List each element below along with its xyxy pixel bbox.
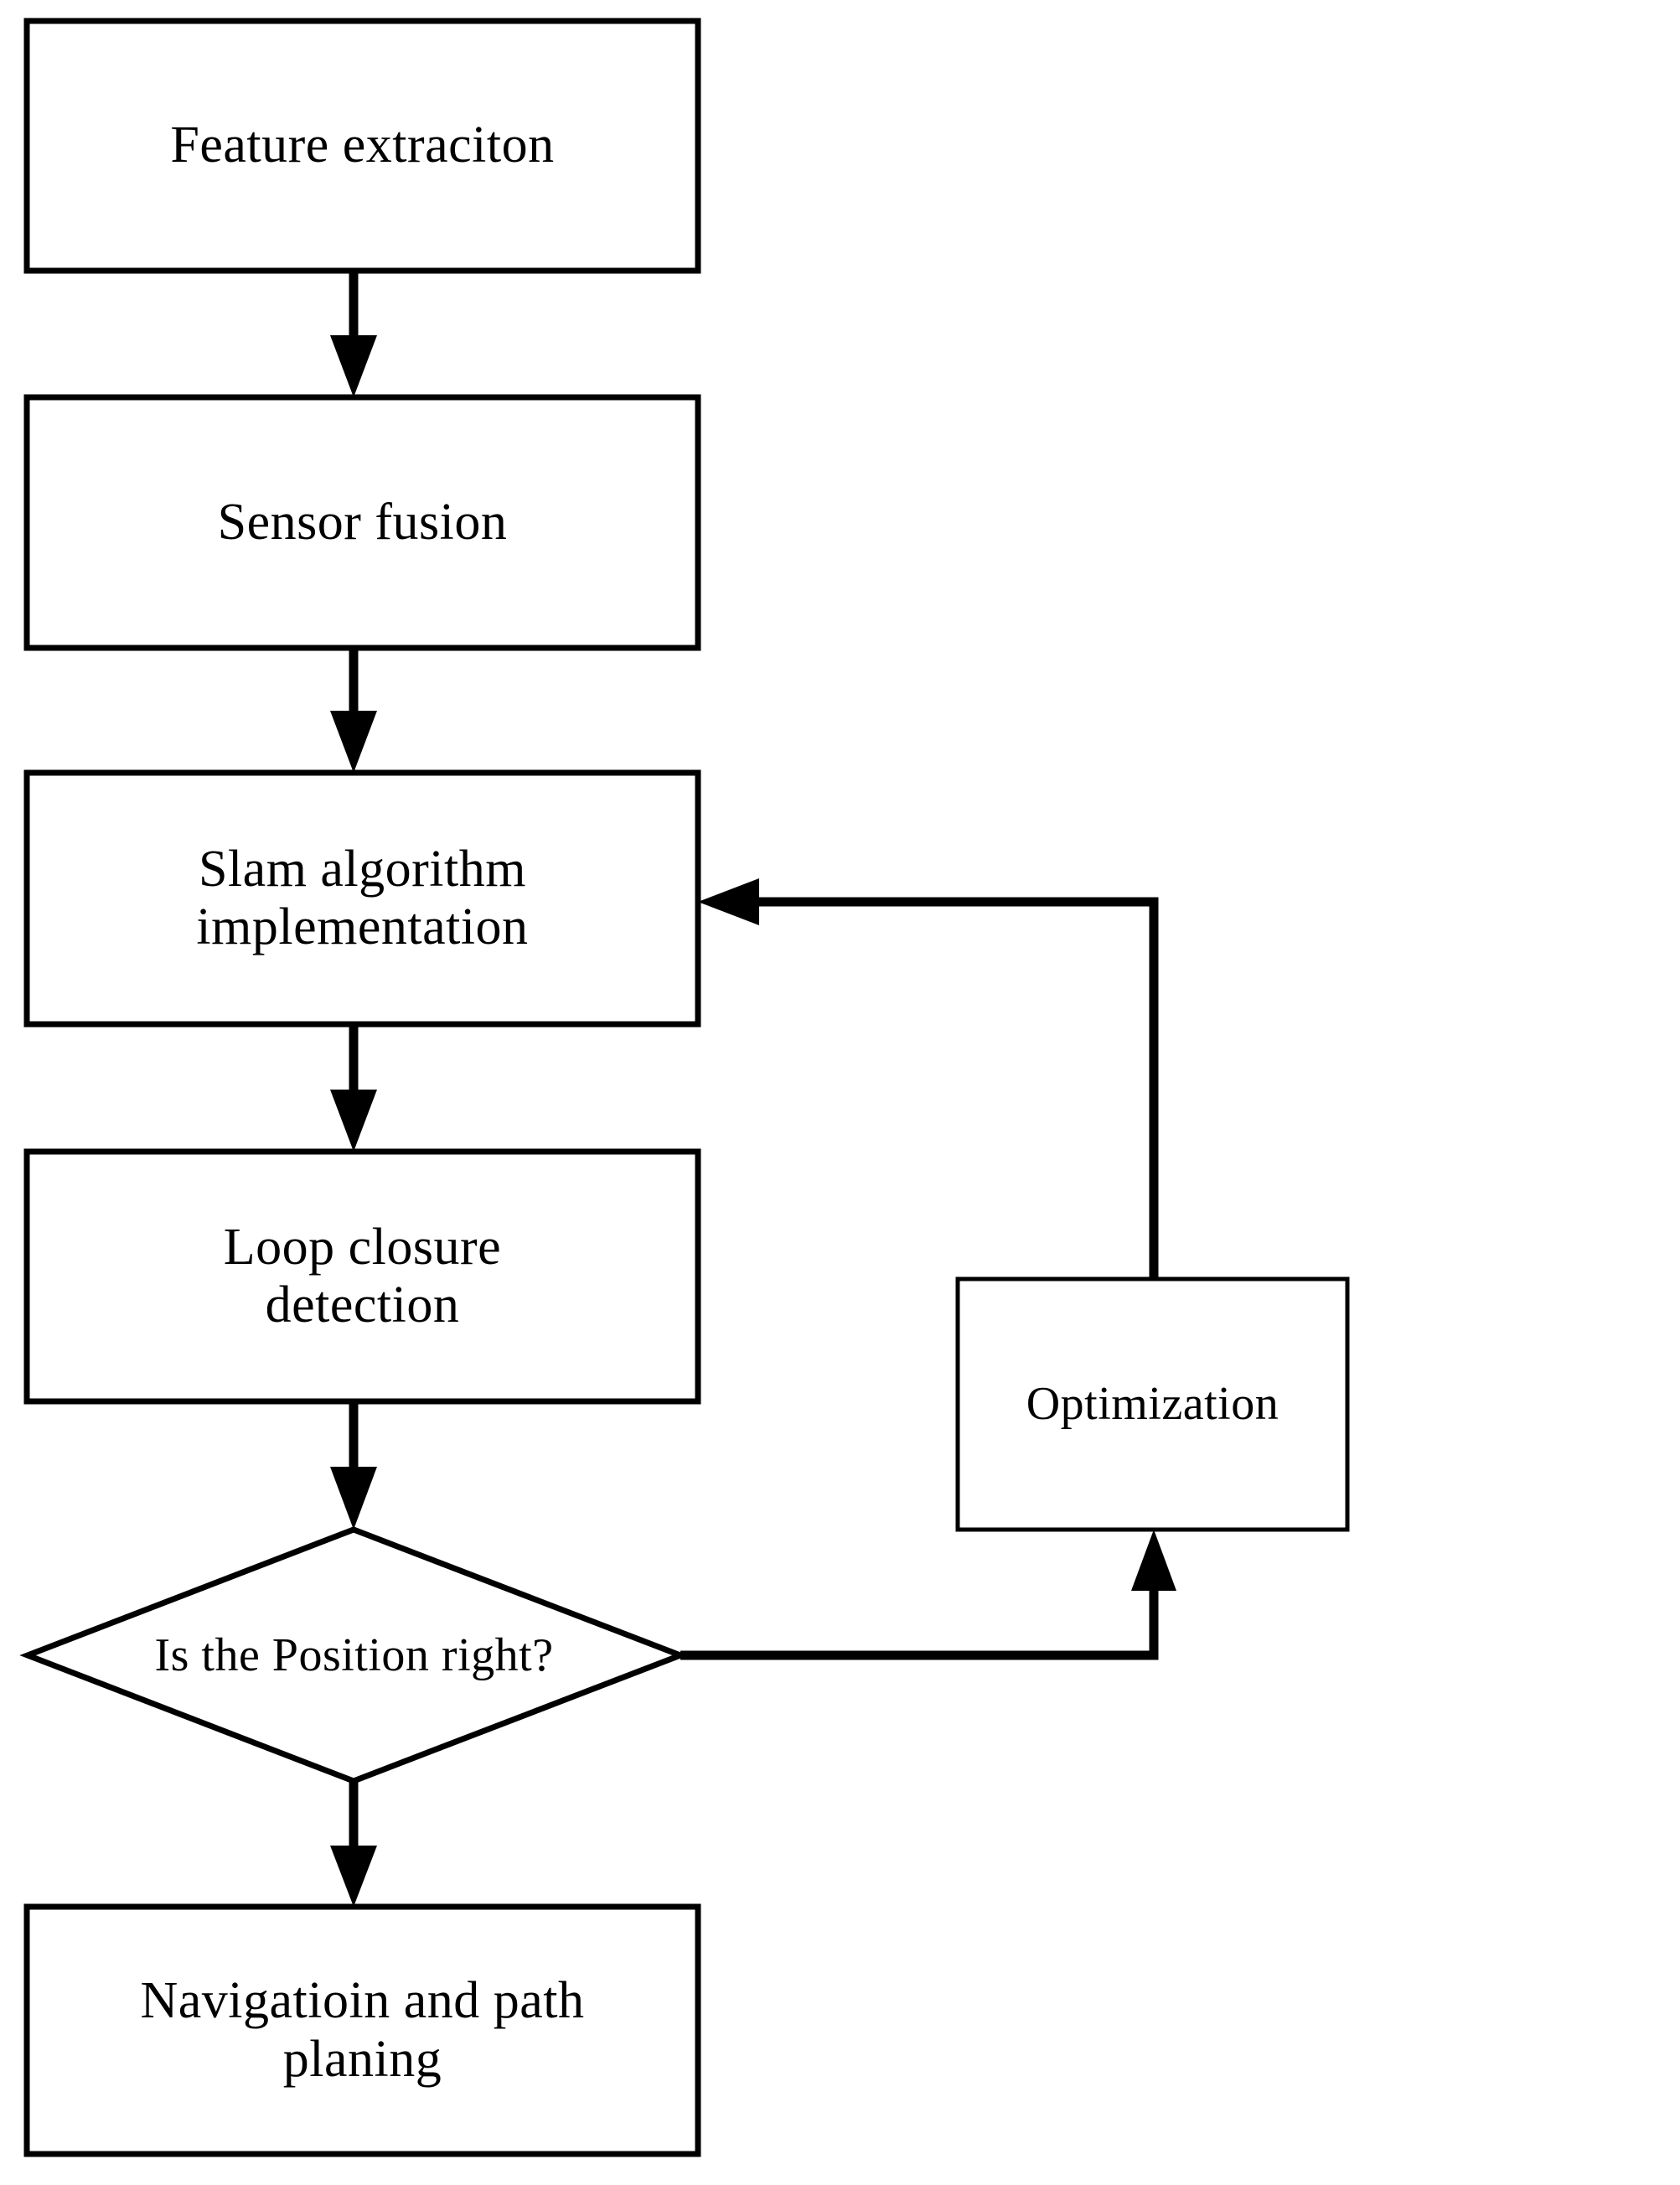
edge-loop-to-decision (330, 1401, 377, 1530)
node-navigation-and-path-planing[interactable] (23, 1903, 701, 2157)
edge-decision-to-optimization (680, 1530, 1176, 1660)
edge-decision-to-navigation (330, 1781, 377, 1907)
node-is-the-position-right[interactable] (19, 1526, 689, 1784)
node-sensor-fusion[interactable] (23, 394, 701, 651)
edge-optimization-to-slam (698, 878, 1159, 1279)
node-optimization[interactable] (955, 1276, 1350, 1532)
node-loop-closure-detection[interactable] (23, 1148, 701, 1405)
edge-sensor-to-slam (330, 648, 377, 773)
edge-feature-to-sensor (330, 271, 377, 397)
edge-slam-to-loop (330, 1024, 377, 1152)
node-slam-algorithm-implementation[interactable] (23, 769, 701, 1028)
node-feature-extraction[interactable] (23, 18, 701, 274)
